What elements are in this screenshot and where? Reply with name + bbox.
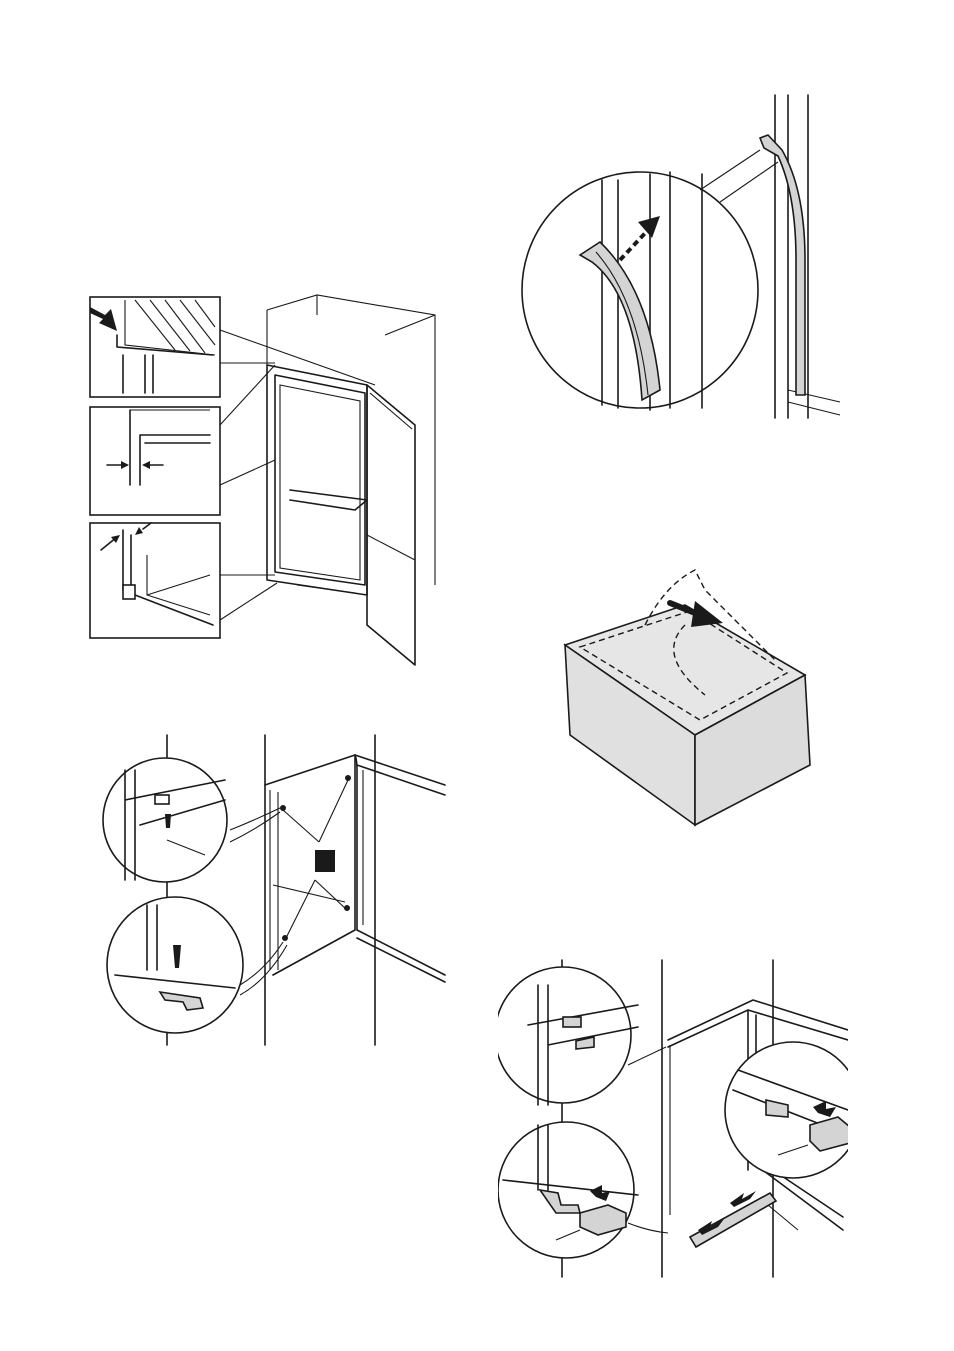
insert-arrow-icon: [618, 216, 660, 262]
bottom-hinge-screw-detail-icon: [158, 945, 205, 1011]
detail-cabinet-top-icon: [90, 299, 216, 394]
figure-cover-caps: [498, 959, 848, 1278]
top-cap-detail-icon: [562, 1016, 595, 1050]
top-screw-detail-icon: [165, 814, 206, 856]
figure-seal-strip: [521, 94, 841, 419]
figure-screw-fixing: [102, 734, 446, 1046]
right-cap-detail-icon: [765, 1098, 848, 1156]
detail-gap-side-icon: [106, 409, 211, 486]
figure-protective-film: [563, 569, 811, 827]
figure-door-alignment: [89, 294, 436, 666]
detail-gap-bottom-icon: [100, 522, 214, 626]
left-cap-detail-icon: [538, 1185, 627, 1241]
film-peel-arrow-icon: [667, 600, 723, 627]
